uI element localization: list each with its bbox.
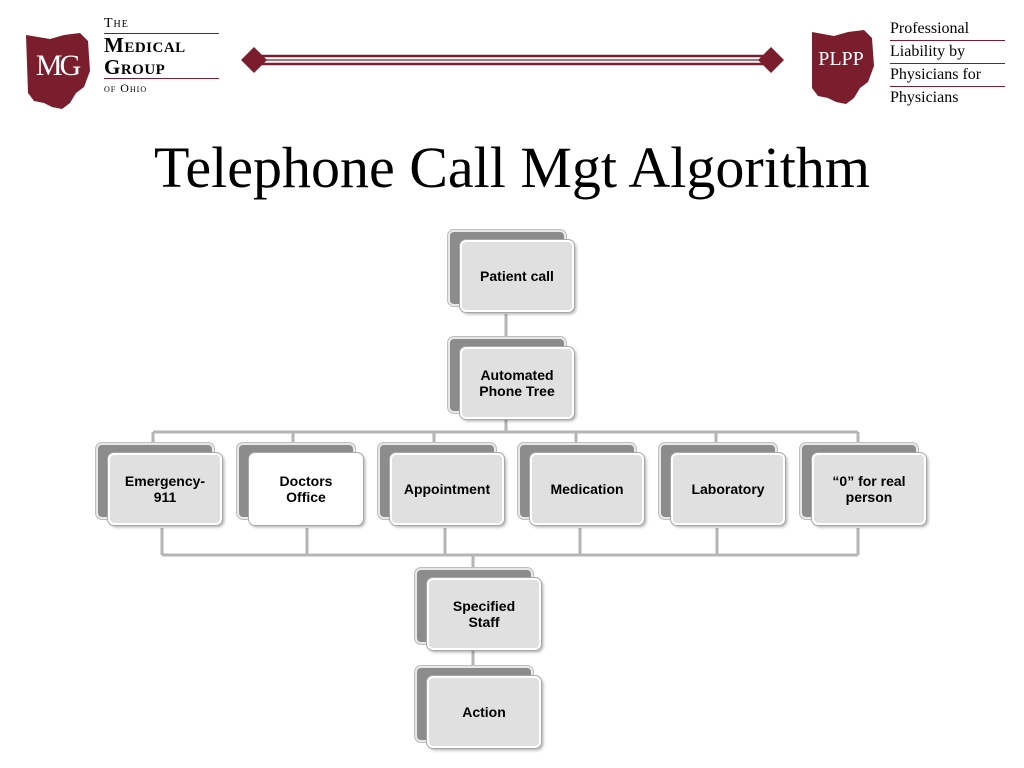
logo-org-name: The Medical Group of Ohio: [104, 15, 219, 97]
ohio-state-shape-icon: [812, 30, 874, 104]
node-label: Patient call: [460, 240, 574, 312]
logo-line-3: Physicians for: [890, 64, 1005, 87]
node-label: Emergency- 911: [108, 453, 222, 525]
node-label: Automated Phone Tree: [460, 347, 574, 419]
node-label: “0” for real person: [812, 453, 926, 525]
divider-diamond-right-icon: [758, 47, 784, 73]
header-divider: [241, 47, 784, 73]
logo-line-1: The: [104, 15, 219, 34]
logo-mark-text: PLPP: [818, 48, 864, 70]
logo-line-2: Liability by: [890, 41, 1005, 64]
logo-line-3: Group: [104, 56, 219, 79]
logo-line-1: Professional: [890, 18, 1005, 41]
logo-org-name: Professional Liability by Physicians for…: [890, 18, 1005, 109]
logo-line-4: Physicians: [890, 89, 959, 106]
node-label: Medication: [530, 453, 644, 525]
logo-mark-text: MG: [35, 49, 81, 82]
logo-line-4: of Ohio: [104, 81, 148, 95]
node-label: Appointment: [390, 453, 504, 525]
logo-line-2: Medical: [104, 33, 186, 57]
node-label: Specified Staff: [427, 578, 541, 650]
node-label: Doctors Office: [249, 453, 363, 525]
medical-group-logo: MG The Medical Group of Ohio: [22, 15, 222, 110]
divider-diamond-left-icon: [241, 47, 267, 73]
slide-title: Telephone Call Mgt Algorithm: [153, 135, 871, 200]
plpp-logo: PLPP Professional Liability by Physician…: [808, 18, 1008, 113]
node-label: Laboratory: [671, 453, 785, 525]
ohio-state-shape-icon: [26, 33, 90, 109]
node-label: Action: [427, 676, 541, 748]
